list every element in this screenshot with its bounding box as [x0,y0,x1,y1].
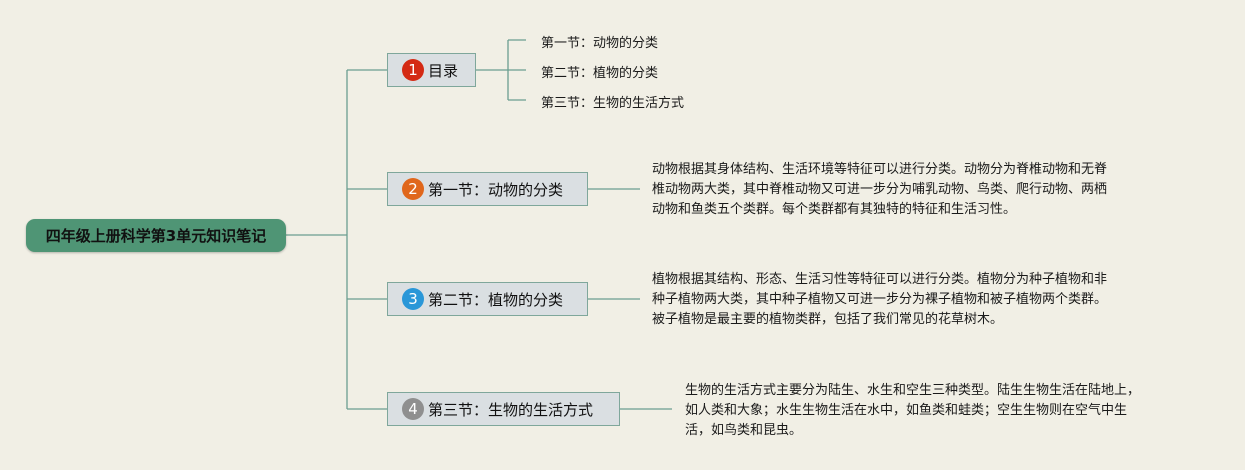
branch-toc[interactable]: 1 目录 [387,53,476,87]
branch-label: 第三节：生物的生活方式 [428,400,594,419]
branch-section-3[interactable]: 4 第三节：生物的生活方式 [387,392,620,426]
number-badge-3: 3 [402,288,424,310]
root-node[interactable]: 四年级上册科学第3单元知识笔记 [26,219,286,252]
root-title: 四年级上册科学第3单元知识笔记 [45,227,267,245]
toc-item-3[interactable]: 第三节：生物的生活方式 [541,96,685,111]
note-living-modes: 生物的生活方式主要分为陆生、水生和空生三种类型。陆生生物生活在陆地上， 如人类和… [685,383,1141,438]
number-badge-2: 2 [402,178,424,200]
number-badge-4: 4 [402,398,424,420]
branch-section-2[interactable]: 3 第二节：植物的分类 [387,282,588,316]
toc-item-2[interactable]: 第二节：植物的分类 [541,66,659,81]
toc-item-1[interactable]: 第一节：动物的分类 [541,36,659,51]
branch-label: 目录 [428,61,459,80]
note-plant-classification: 植物根据其结构、形态、生活习性等特征可以进行分类。植物分为种子植物和非 种子植物… [652,272,1108,327]
note-animal-classification: 动物根据其身体结构、生活环境等特征可以进行分类。动物分为脊椎动物和无脊 椎动物两… [652,162,1108,217]
connector-toc [476,39,526,101]
branch-label: 第二节：植物的分类 [428,290,564,309]
number-badge-1: 1 [402,59,424,81]
branch-label: 第一节：动物的分类 [428,180,564,199]
branch-section-1[interactable]: 2 第一节：动物的分类 [387,172,588,206]
